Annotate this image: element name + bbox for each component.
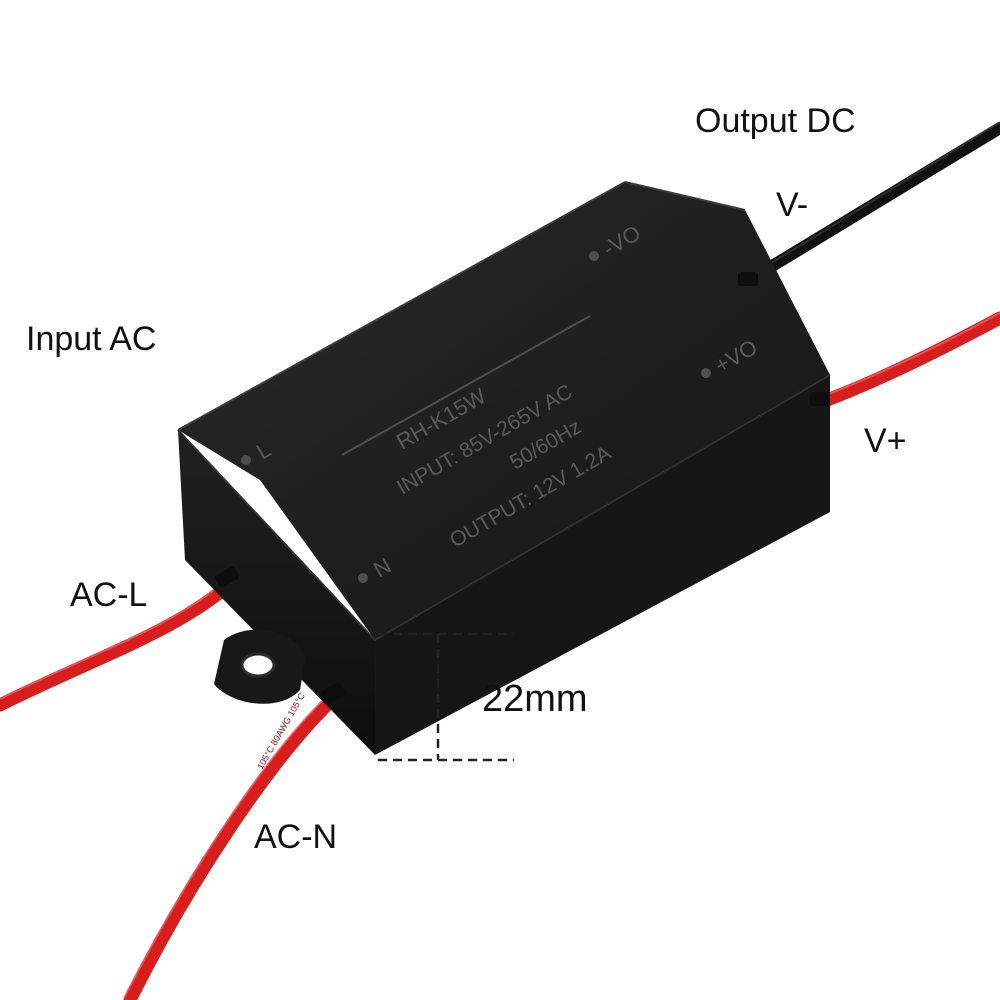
- ac-l-label: AC-L: [70, 576, 148, 614]
- v-minus-label: V-: [776, 186, 809, 224]
- height-dimension-marker: [378, 632, 514, 762]
- mounting-tab: [214, 629, 305, 704]
- ac-n-label: AC-N: [254, 818, 338, 856]
- input-ac-label: Input AC: [26, 320, 157, 358]
- output-dc-label: Output DC: [695, 102, 856, 140]
- red-wire-v-plus: [815, 311, 1000, 409]
- terminal-pos-dot: [701, 368, 711, 379]
- terminal-n-dot: [358, 573, 368, 584]
- module-long-face: [375, 375, 830, 755]
- v-plus-label: V+: [864, 422, 907, 460]
- module-top-face: [178, 182, 830, 640]
- red-wire-ac-n: [123, 693, 339, 1000]
- terminal-l-dot: [241, 455, 251, 466]
- height-dimension-label: 22mm: [482, 678, 588, 720]
- terminal-neg-dot: [589, 251, 599, 262]
- red-wire-ac-l: [0, 575, 239, 712]
- module-front-face: [178, 430, 375, 755]
- legend-rule: [341, 315, 591, 456]
